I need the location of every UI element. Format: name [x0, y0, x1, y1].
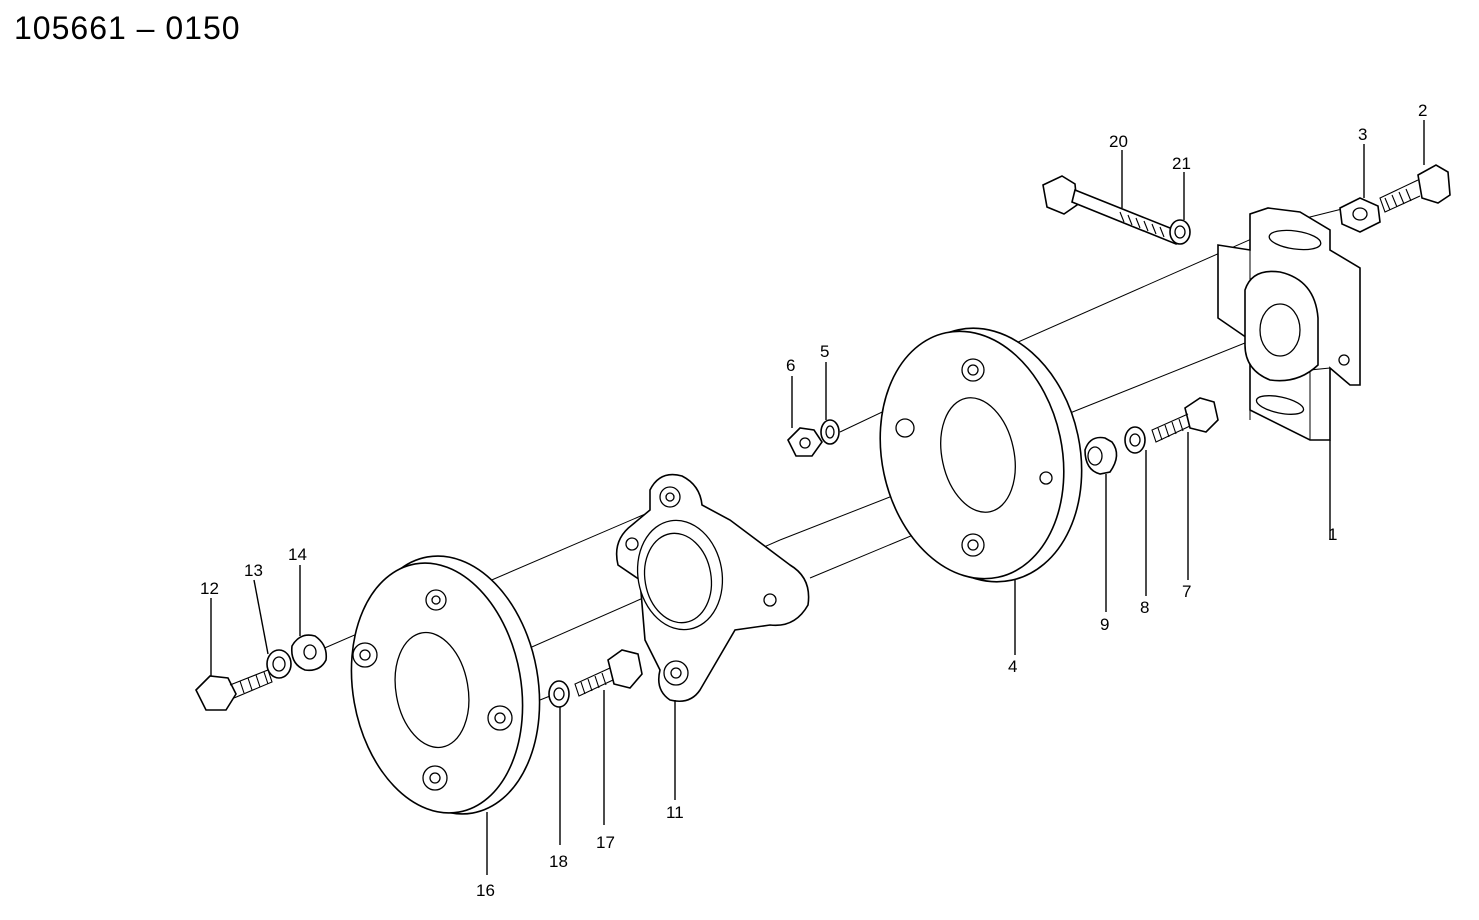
callout-7: 7 — [1182, 582, 1191, 601]
callout-14: 14 — [288, 545, 307, 564]
callout-20: 20 — [1109, 132, 1128, 151]
callout-8: 8 — [1140, 598, 1149, 617]
washer-part-21 — [1169, 172, 1191, 245]
callout-labels: 1 2 3 4 5 6 7 8 9 11 12 13 14 16 17 18 2… — [200, 101, 1427, 900]
callout-6: 6 — [786, 356, 795, 375]
callout-4: 4 — [1008, 657, 1017, 676]
callout-13: 13 — [244, 561, 263, 580]
callout-3: 3 — [1358, 125, 1367, 144]
callout-5: 5 — [820, 342, 829, 361]
bolt-part-17 — [574, 649, 643, 825]
bolt-part-7 — [1151, 397, 1219, 580]
callout-2: 2 — [1418, 101, 1427, 120]
washer-part-5 — [820, 362, 840, 445]
spacer-part-9 — [1084, 436, 1118, 612]
bracket-part-1 — [1217, 207, 1361, 540]
bolt-part-20 — [1042, 150, 1181, 246]
diagram-part-number: 105661 – 0150 — [14, 10, 241, 46]
washer-part-8 — [1124, 426, 1147, 596]
washer-part-13 — [253, 579, 292, 679]
nut-part-6 — [787, 376, 823, 457]
flange-plate-part-16 — [350, 555, 541, 875]
callout-16: 16 — [476, 881, 495, 900]
bearing-housing-part-11 — [615, 473, 810, 800]
callout-18: 18 — [549, 852, 568, 871]
callout-9: 9 — [1100, 615, 1109, 634]
callout-1: 1 — [1328, 525, 1337, 544]
washer-part-3 — [1339, 144, 1381, 233]
bolt-part-12 — [195, 598, 273, 711]
callout-11: 11 — [666, 803, 684, 822]
callout-17: 17 — [596, 833, 615, 852]
washer-part-14 — [290, 565, 328, 672]
washer-part-18 — [548, 680, 570, 845]
callout-21: 21 — [1172, 154, 1191, 173]
flange-plate-part-4 — [879, 327, 1083, 655]
bolt-part-2 — [1379, 120, 1451, 213]
callout-12: 12 — [200, 579, 219, 598]
